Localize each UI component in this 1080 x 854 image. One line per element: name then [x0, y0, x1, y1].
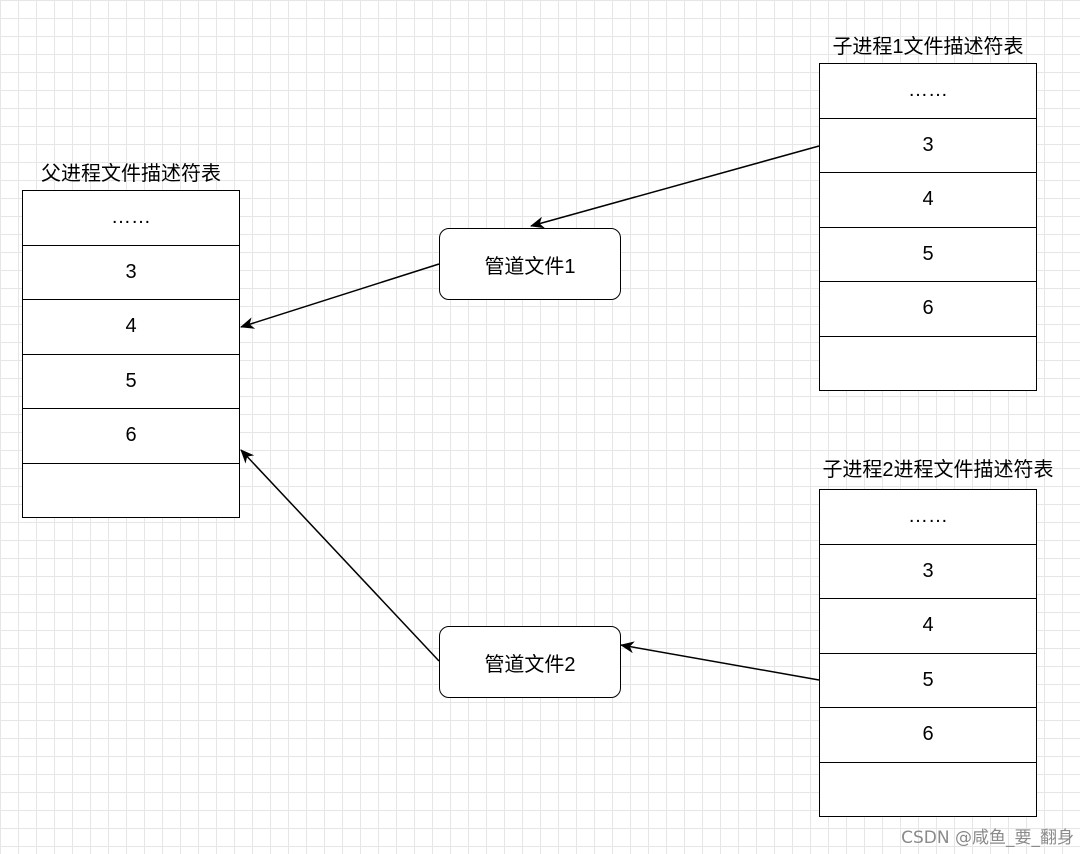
- table-row: 5: [820, 654, 1036, 708]
- child2-table-title: 子进程2进程文件描述符表: [822, 459, 1054, 481]
- table-row: 4: [820, 173, 1036, 228]
- pipe-file-1-node[interactable]: 管道文件1: [439, 228, 621, 300]
- table-row: 6: [820, 282, 1036, 337]
- table-row: 3: [820, 119, 1036, 173]
- child1-fd-table: …… 3 4 5 6: [819, 63, 1037, 391]
- table-row: 4: [23, 300, 239, 355]
- arrow-child1-fd3-to-pipe1: [530, 145, 820, 229]
- table-row: ……: [820, 490, 1036, 545]
- arrow-pipe2-to-parent-fd6: [240, 449, 440, 662]
- table-row: [820, 763, 1036, 818]
- table-row: 5: [820, 228, 1036, 282]
- table-row: ……: [23, 191, 239, 246]
- table-row: 3: [820, 545, 1036, 599]
- table-row: [820, 337, 1036, 392]
- watermark: CSDN @咸鱼_要_翻身: [901, 828, 1074, 848]
- table-row: 5: [23, 355, 239, 409]
- arrow-pipe1-to-parent-fd4: [240, 263, 440, 329]
- table-row: 6: [23, 409, 239, 464]
- child2-fd-table: …… 3 4 5 6: [819, 489, 1037, 817]
- pipe-file-2-node[interactable]: 管道文件2: [439, 626, 621, 698]
- table-row: ……: [820, 64, 1036, 119]
- table-row: 3: [23, 246, 239, 300]
- parent-fd-table: …… 3 4 5 6: [22, 190, 240, 518]
- table-row: 4: [820, 599, 1036, 654]
- parent-table-title: 父进程文件描述符表: [41, 163, 221, 185]
- arrow-child2-fd5-to-pipe2: [620, 641, 820, 681]
- table-row: 6: [820, 708, 1036, 763]
- table-row: [23, 464, 239, 519]
- child1-table-title: 子进程1文件描述符表: [832, 36, 1024, 58]
